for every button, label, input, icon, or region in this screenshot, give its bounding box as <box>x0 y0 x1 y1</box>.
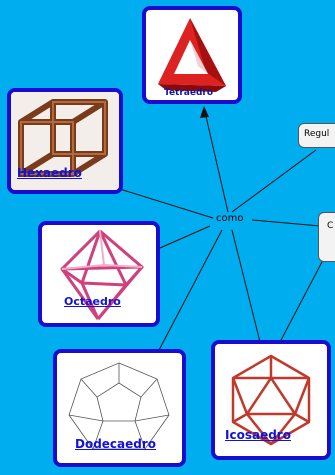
octahedron-image <box>60 229 144 320</box>
concept-label-tetraedro[interactable]: Tetraedro <box>164 88 214 98</box>
concept-node-c-label: C <box>327 221 334 231</box>
icosahedron-image <box>231 354 311 446</box>
edge-como-dodecaedro <box>157 229 223 353</box>
concept-card-octaedro[interactable]: Octaedro <box>38 221 160 327</box>
dodecahedron-image <box>68 362 170 450</box>
edge-c-icosaedro <box>279 261 323 343</box>
edge-como-icosaedro <box>231 229 261 343</box>
concept-node-regul-label: Regul <box>304 129 330 139</box>
edge-regul-como <box>231 149 317 213</box>
concept-label-dodecaedro[interactable]: Dodecaedro <box>75 437 157 451</box>
concept-node-c[interactable]: C <box>318 212 335 262</box>
concept-label-icosaedro[interactable]: Icosaedro <box>225 428 291 442</box>
edge-como-octaedro <box>159 225 211 249</box>
concept-label-octaedro[interactable]: Octaedro <box>64 295 121 308</box>
hexahedron-image <box>11 92 119 190</box>
concept-card-dodecaedro[interactable]: Dodecaedro <box>53 349 186 467</box>
arrowhead-tetraedro <box>200 106 209 118</box>
concept-card-icosaedro[interactable]: Icosaedro <box>211 340 331 460</box>
concept-label-hexaedro[interactable]: Hexaedro <box>17 166 82 180</box>
concept-card-tetraedro[interactable]: Tetraedro <box>142 6 242 104</box>
linking-phrase: como <box>214 213 246 224</box>
concept-card-hexaedro[interactable]: Hexaedro <box>7 88 123 194</box>
edge-c-como <box>251 219 321 227</box>
tetrahedron-image <box>158 18 226 92</box>
edge-como-tetraedro <box>204 111 229 213</box>
concept-node-regul[interactable]: Regul <box>298 123 335 148</box>
